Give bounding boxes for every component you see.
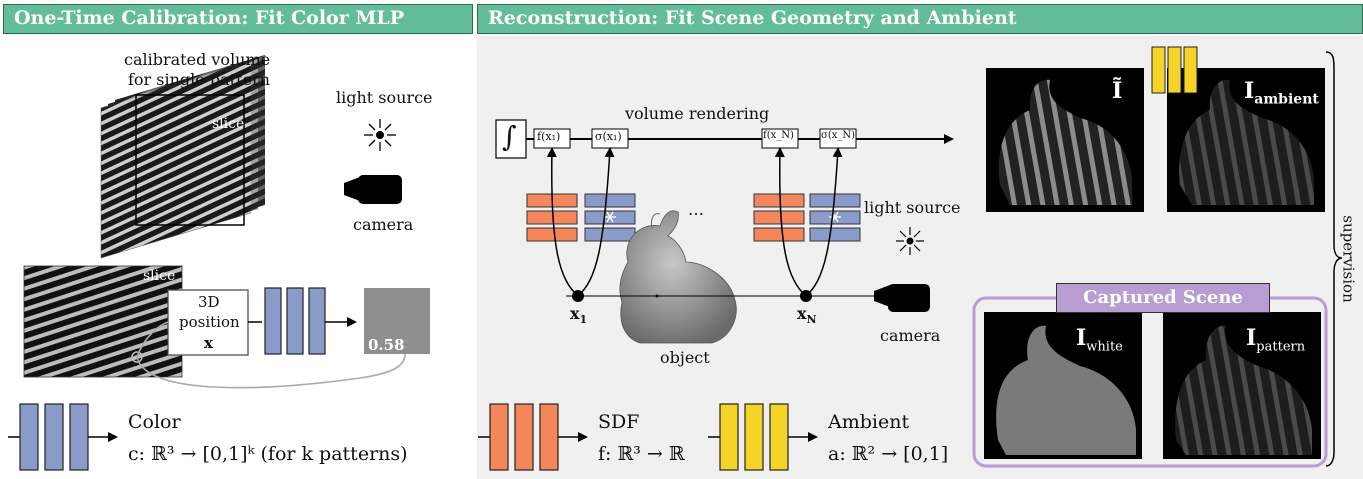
white-image-label: Iwhite (1076, 325, 1123, 355)
camera-label: camera (353, 215, 414, 234)
legend-sdf-mlp (489, 403, 559, 471)
light-source-label-2: light source (864, 198, 961, 217)
f-x1-label: f(x₁) (537, 130, 561, 143)
position-var: x (204, 334, 213, 352)
position-label-line1: 3D (198, 293, 220, 311)
volume-label-line2: for single pattern (128, 70, 270, 89)
sigma-xn-label: σ(x_N) (821, 130, 856, 141)
position-label-line2: position (179, 313, 240, 331)
color-mlp (264, 287, 326, 355)
legend-ambient-title: Ambient (828, 411, 910, 433)
ambient-mlp-small (1151, 46, 1198, 94)
light-source-icon (896, 227, 924, 255)
volume-rendering-label: volume rendering (625, 104, 770, 123)
color-mlp-frozen-1 (584, 193, 636, 242)
position-box (167, 289, 249, 356)
color-mlp-frozen-n (809, 193, 861, 242)
legend-sdf-title: SDF (598, 411, 640, 433)
legend-sdf-formula: f: ℝ³ → ℝ (598, 443, 685, 465)
slice-frame (135, 94, 245, 226)
captured-scene-title: Captured Scene (1056, 283, 1270, 313)
sdf-mlp-1 (526, 193, 578, 242)
slice-image (23, 265, 183, 378)
legend-color-mlp (19, 403, 89, 471)
ellipsis: … (688, 200, 704, 219)
legend-color-formula: c: ℝ³ → [0,1]ᵏ (for k patterns) (128, 443, 408, 465)
integral-symbol: ∫ (502, 120, 517, 153)
snowflake-icon (604, 211, 616, 223)
camera-icon (874, 284, 930, 312)
volume-label-line1: calibrated volume (124, 50, 271, 69)
camera-icon (344, 175, 402, 204)
xn-label: xN (797, 304, 817, 327)
slice-image-label: slice (143, 268, 176, 284)
pattern-image-label: Ipattern (1246, 325, 1306, 355)
legend-color-title: Color (128, 411, 181, 433)
bunny-object (619, 210, 737, 344)
ambient-image-label: Iambient (1244, 78, 1319, 108)
supervision-brace (1325, 51, 1343, 467)
camera-label-2: camera (880, 326, 941, 345)
sdf-mlp-n (753, 193, 805, 242)
slice-label: slice (212, 116, 245, 132)
output-value-box (364, 288, 430, 354)
predicted-image-label: Ĩ (1112, 78, 1123, 104)
x1-label: x1 (570, 304, 588, 327)
light-source-label: light source (336, 88, 433, 107)
calibration-banner: One-Time Calibration: Fit Color MLP (3, 4, 473, 34)
supervision-label: supervision (1339, 215, 1358, 303)
object-label: object (660, 348, 710, 367)
calibrated-volume (100, 55, 265, 259)
f-xn-label: f(x_N) (763, 130, 794, 141)
legend-ambient-formula: a: ℝ² → [0,1] (828, 443, 949, 465)
sigma-x1-label: σ(x₁) (595, 130, 622, 143)
output-value: 0.58 (368, 336, 405, 354)
light-source-icon (364, 119, 396, 151)
legend-ambient-mlp (719, 403, 789, 471)
